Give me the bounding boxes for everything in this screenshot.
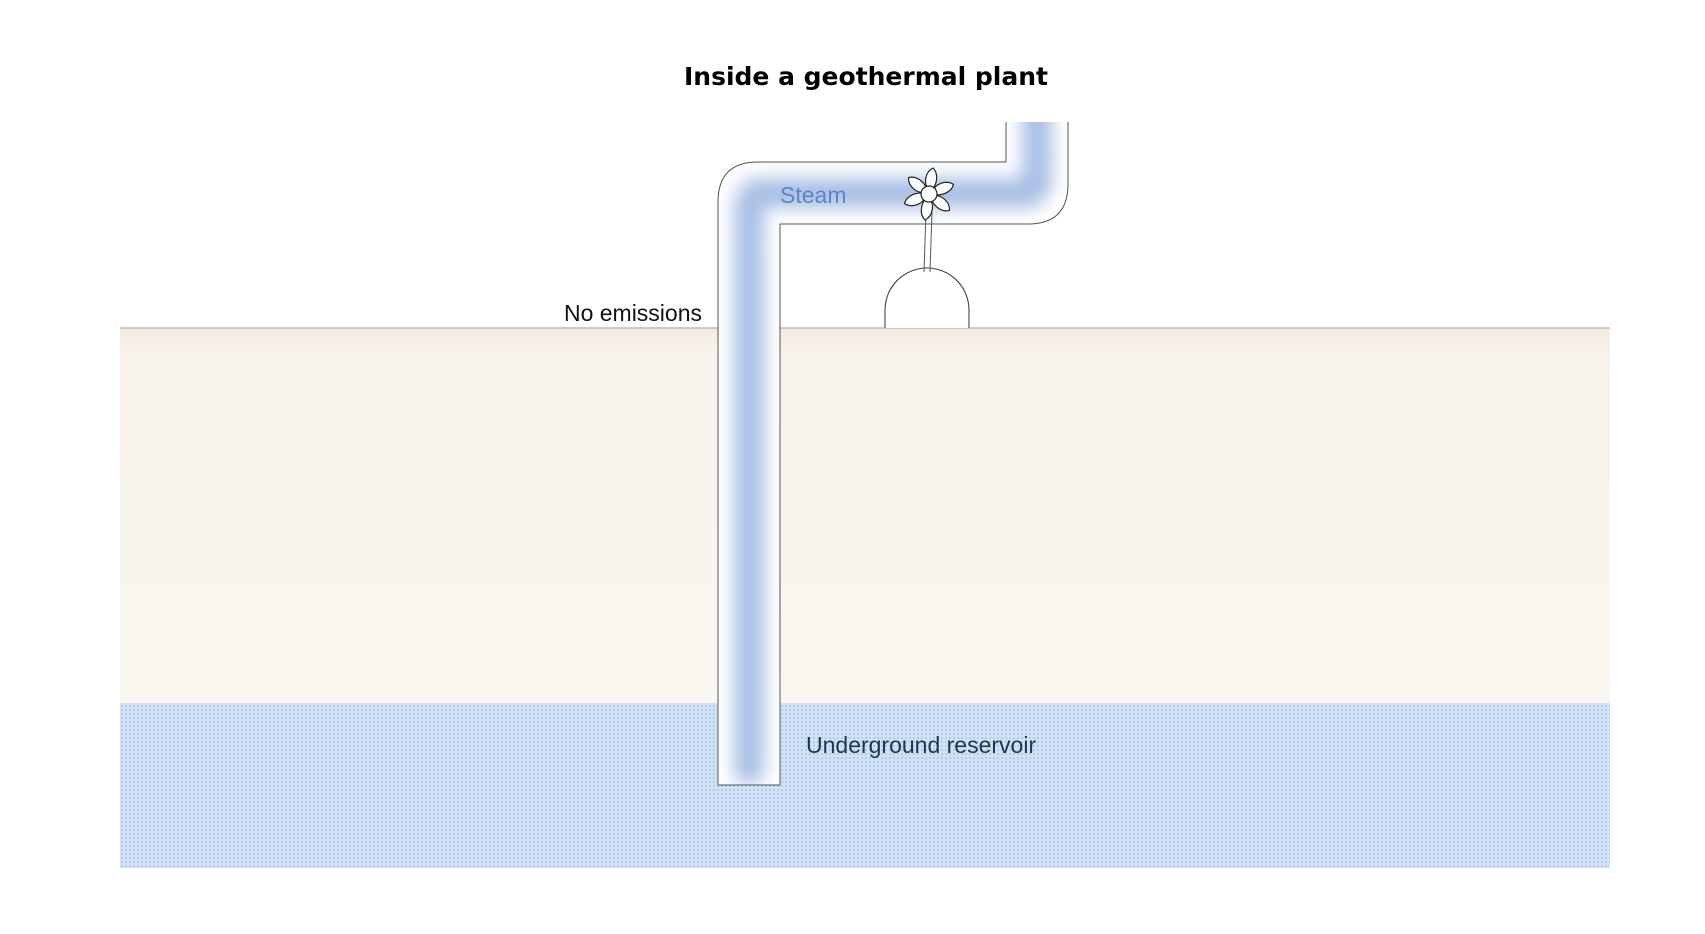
reservoir-label: Underground reservoir	[806, 732, 1036, 758]
steam-label: Steam	[780, 182, 846, 208]
diagram-title: Inside a geothermal plant	[684, 62, 1048, 91]
steam-flow	[734, 122, 1052, 785]
turbine-fan-icon	[903, 167, 955, 221]
turbine-shaft	[923, 211, 927, 273]
turbine-shaft-2	[929, 211, 933, 273]
underground-reservoir	[120, 703, 1610, 868]
steam-pipe-outline	[717, 122, 1069, 786]
ground-layer	[120, 328, 1610, 706]
no-emissions-label: No emissions	[564, 300, 702, 326]
generator-dome-icon	[884, 267, 970, 328]
